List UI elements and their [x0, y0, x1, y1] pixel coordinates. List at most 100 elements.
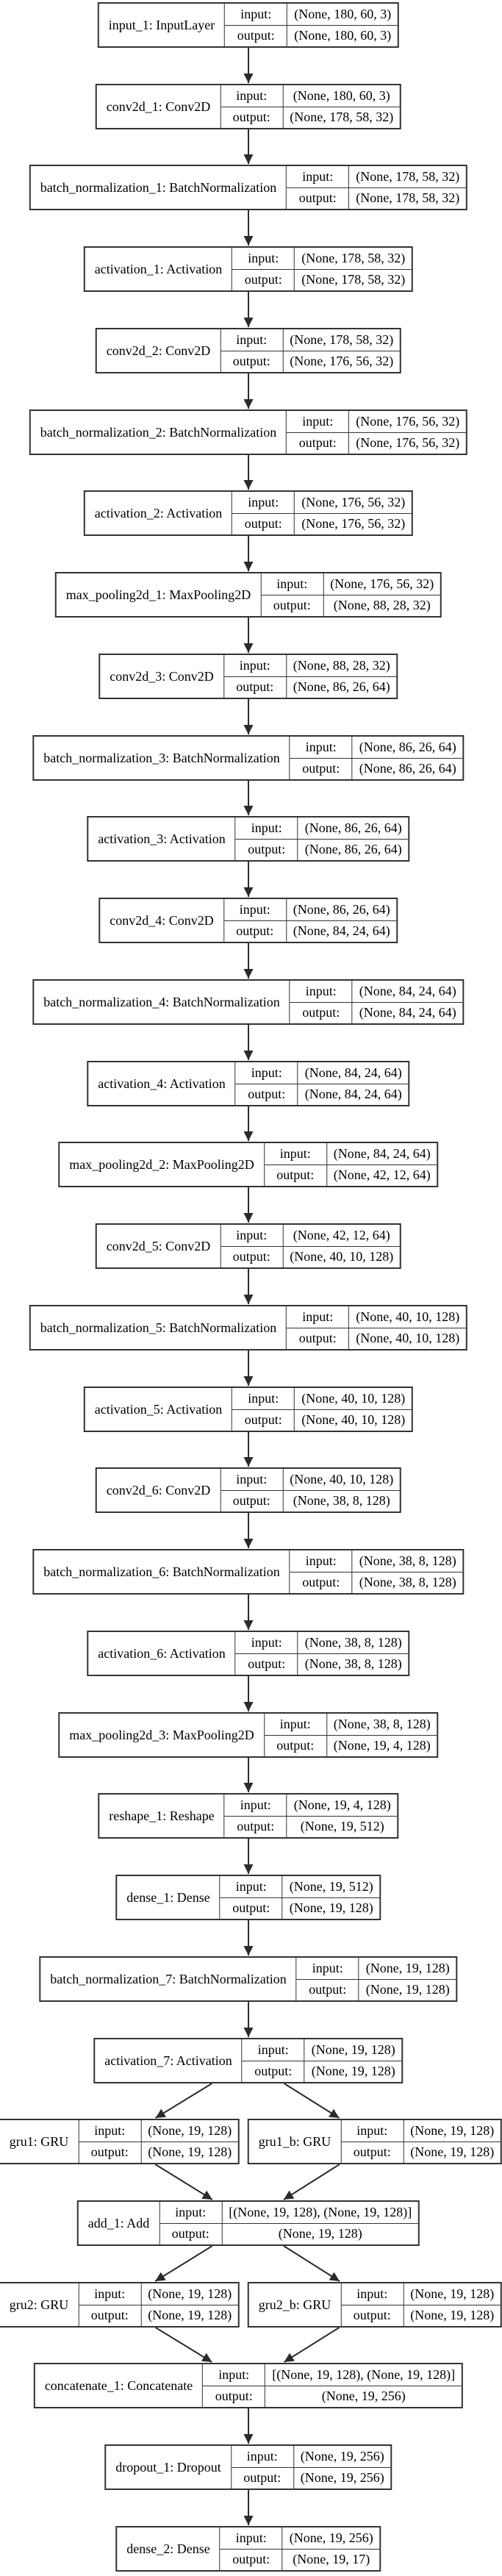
io-table: input:(None, 19, 128)output:(None, 19, 1… — [295, 1958, 456, 2000]
input-row: input:(None, 19, 128) — [79, 2283, 238, 2305]
input-label: input: — [235, 1878, 267, 1894]
output-row: output:(None, 19, 512) — [224, 1815, 398, 1837]
input-row: input:(None, 178, 58, 32) — [287, 166, 466, 187]
io-table: input:(None, 84, 24, 64)output:(None, 42… — [263, 1143, 437, 1186]
output-label: output: — [232, 110, 270, 125]
output-row: output: (None, 176, 56, 32) — [232, 512, 412, 534]
edge-gru2-to-concatenate_1 — [155, 2327, 212, 2363]
output-shape: (None, 19, 128) — [221, 2223, 418, 2244]
layer-name-label: max_pooling2d_1: MaxPooling2D — [65, 587, 251, 602]
node-batch_normalization_7: batch_normalization_7: BatchNormalizatio… — [39, 1956, 458, 2002]
output-shape: (None, 19, 128) — [403, 2142, 501, 2163]
input-label: input: — [356, 2122, 388, 2138]
input-row: input:(None, 178, 58, 32) — [232, 248, 412, 269]
output-shape: (None, 19, 17) — [282, 2549, 380, 2570]
input-shape: (None, 86, 26, 64) — [297, 817, 409, 839]
input-row: input:(None, 40, 10, 128) — [287, 1306, 466, 1328]
output-label: output: — [232, 2552, 270, 2567]
io-table: input:(None, 40, 10, 128) output: (None, 4… — [286, 1306, 467, 1349]
output-row: output:(None, 88, 28, 32) — [261, 594, 441, 616]
output-shape: (None, 176, 56, 32) — [348, 432, 466, 454]
edge-gru2_b-to-concatenate_1 — [283, 2327, 340, 2363]
node-max_pooling2d_1: max_pooling2d_1: MaxPooling2D input:(None… — [54, 572, 442, 618]
layer-name-label: conv2d_6: Conv2D — [106, 1482, 211, 1498]
input-shape: [(None, 19, 128), (None, 19, 128)] — [221, 2202, 418, 2223]
output-row: output:(None, 176, 56, 32) — [287, 432, 467, 454]
io-table: input:[(None, 19, 128), (None, 19, 128)]… — [202, 2364, 462, 2407]
output-label: output: — [298, 190, 337, 206]
input-label: input: — [248, 494, 279, 509]
output-row: output:(None, 84, 24, 64) — [290, 1001, 463, 1023]
edge-activation_7-to-gru1_b — [283, 2083, 340, 2119]
layer-name-label: conv2d_1: Conv2D — [106, 99, 211, 114]
input-row: input:(None, 176, 56, 32) — [287, 411, 466, 432]
layer-name-label: activation_7: Activation — [104, 2053, 232, 2068]
input-label: input: — [279, 1145, 311, 1161]
node-batch_normalization_5: batch_normalization_5: BatchNormalizatio… — [29, 1305, 468, 1350]
input-row: input:(None, 40, 10, 128) — [232, 1388, 412, 1409]
input-label: input: — [235, 2530, 267, 2545]
input-shape: (None, 84, 24, 64) — [351, 981, 463, 1002]
input-label: input: — [248, 250, 279, 265]
input-row: input:(None, 19, 256) — [232, 2446, 391, 2467]
io-table: input: (None, 176, 56, 32)output: (None, 1… — [232, 492, 412, 534]
input-row: input:(None, 19, 128) — [79, 2120, 238, 2142]
io-table: input:(None, 38, 8, 128)output:(None, 38… — [234, 1632, 409, 1675]
output-label: output: — [236, 923, 274, 939]
edge-gru1_b-to-add_1 — [283, 2164, 340, 2200]
output-shape: (None, 176, 56, 32) — [294, 513, 412, 534]
node-batch_normalization_2: batch_normalization_2: BatchNormalizatio… — [29, 409, 468, 455]
input-label: input: — [305, 739, 337, 754]
input-shape: (None, 19, 128) — [140, 2120, 238, 2142]
input-row: input:(None, 176, 56, 32) — [261, 573, 440, 595]
io-table: input:(None, 19, 128)output:(None, 19, 1… — [340, 2120, 501, 2163]
input-shape: (None, 19, 128) — [403, 2283, 501, 2305]
edge-add_1-to-gru2 — [154, 2245, 213, 2282]
layer-name-label: add_1: Add — [87, 2215, 150, 2230]
output-shape: (None, 84, 24, 64) — [351, 1002, 463, 1023]
layer-name-label: concatenate_1: Concatenate — [44, 2378, 193, 2393]
edge-gru1-to-add_1 — [154, 2164, 213, 2200]
output-shape: (None, 176, 56, 32) — [282, 351, 400, 372]
input-row: input:(None, 178, 58, 32) — [220, 329, 400, 351]
output-shape: (None, 40, 10, 128) — [348, 1328, 466, 1349]
io-table: input:(None, 86, 26, 64)output:(None, 86… — [234, 817, 409, 860]
input-shape: (None, 19, 512) — [282, 1876, 380, 1897]
layer-name-label: batch_normalization_7: BatchNormalizatio… — [50, 1971, 287, 1986]
output-label: output: — [298, 1331, 337, 1346]
output-shape: (None, 84, 24, 64) — [297, 1084, 409, 1105]
output-label: output: — [232, 1900, 270, 1916]
node-batch_normalization_6: batch_normalization_6: BatchNormalizatio… — [32, 1549, 465, 1595]
node-batch_normalization_3: batch_normalization_3: BatchNormalizatio… — [32, 735, 465, 781]
input-shape: (None, 19, 128) — [358, 1958, 456, 1979]
layer-name-label: gru2: GRU — [9, 2297, 69, 2312]
output-row: output:(None, 19, 256) — [231, 2466, 391, 2489]
output-label: output: — [215, 2389, 253, 2404]
output-row: output:(None, 178, 58, 32) — [232, 268, 412, 290]
input-row: input:[(None, 19, 128), (None, 19, 128)] — [203, 2364, 462, 2386]
input-shape: (None, 86, 26, 64) — [285, 899, 397, 920]
io-table: input:(None, 42, 12, 64)output:(None, 40… — [220, 1225, 401, 1267]
layer-name-label: batch_normalization_3: BatchNormalizatio… — [43, 750, 280, 765]
input-row: input:(None, 19, 256) — [220, 2527, 380, 2549]
output-label: output: — [244, 516, 282, 532]
io-table: input:(None, 19, 128)output:(None, 19, 1… — [78, 2120, 239, 2163]
io-table: input:[(None, 19, 128), (None, 19, 128)]… — [159, 2202, 419, 2244]
output-row: output: (None, 19, 17) — [220, 2548, 380, 2570]
io-table: input:(None, 84, 24, 64)output:(None, 84… — [234, 1062, 409, 1105]
output-row: output:(None, 19, 128) — [220, 1897, 380, 1919]
input-label: input: — [218, 2366, 250, 2382]
output-row: output:(None, 38, 8, 128) — [220, 1489, 401, 1511]
io-table: input:(None, 178, 58, 32)output:(None, 1… — [286, 166, 467, 209]
